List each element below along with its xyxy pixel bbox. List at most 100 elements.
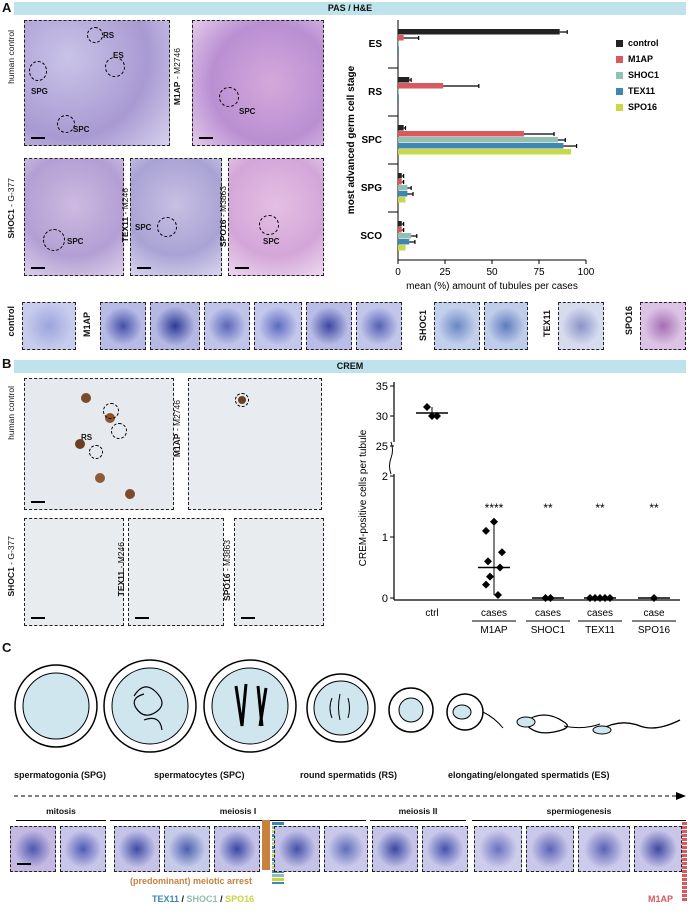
c-tile-13: [634, 826, 682, 872]
chart-a-legend-label: SHOC1: [628, 70, 659, 80]
strip-control-tile: [22, 302, 76, 350]
strip-spo16-label: SPO16: [624, 306, 634, 336]
chart-b-data-point: [596, 594, 604, 602]
chart-b-significance: **: [543, 501, 553, 515]
c-tile-8: [372, 826, 418, 872]
m1ap-dots: [682, 822, 687, 902]
chart-b-group-label: SPO16: [638, 625, 671, 636]
b-shoc1-label: SHOC1 - G-377: [6, 536, 16, 597]
chart-b-data-point: [591, 594, 599, 602]
chart-a-bar: [398, 47, 399, 53]
chart-a-bar: [398, 35, 404, 41]
chart-b-y-tick-label: 0: [382, 593, 388, 605]
chart-b-data-point: [486, 572, 494, 581]
chart-b-data-point: [546, 594, 555, 602]
strip-m1ap-tile-4: [254, 302, 302, 350]
chart-a-legend-label: control: [628, 38, 659, 48]
chart-a-category-label: ES: [369, 39, 383, 50]
rs-label: round spermatids (RS): [300, 770, 398, 780]
strip-m1ap-tile-1: [100, 302, 146, 350]
strip-spo16-tile: [640, 302, 686, 350]
chart-b-axis-break: [389, 441, 393, 475]
c-tile-2: [60, 826, 106, 872]
spc-label: spermatocytes (SPC): [154, 770, 245, 780]
b-m1ap-label: M1AP - M2746: [172, 400, 182, 458]
chart-a-bar: [398, 125, 404, 131]
stage-meiosis-ii: meiosis II: [398, 806, 438, 816]
chart-a-bar: [398, 77, 410, 83]
progression-arrow: [14, 792, 686, 800]
chart-a-bar: [398, 95, 399, 101]
c-tile-5: [214, 826, 260, 872]
chart-a-x-tick-label: 25: [439, 267, 451, 278]
strip-m1ap-tile-5: [306, 302, 352, 350]
panel-c-letter: C: [2, 640, 12, 655]
chart-a-bar: [398, 149, 571, 155]
chart-a-bar: [398, 89, 399, 95]
chart-a-x-axis-label: mean (%) amount of tubules per cases: [406, 281, 578, 292]
strip-m1ap-tile-6: [356, 302, 402, 350]
a-spo16-image: SPC: [228, 158, 324, 276]
chart-b-data-point: [586, 594, 594, 602]
a-shoc1-label: SHOC1 - G-377: [6, 178, 16, 239]
chart-a-y-axis-label: most advanced germ cell stage: [346, 65, 357, 214]
chart-a-bar: [398, 41, 399, 47]
chart-a-category-label: RS: [368, 87, 382, 98]
meiotic-arrest-bar: [262, 820, 270, 870]
strip-shoc1-tile-1: [434, 302, 480, 350]
chart-a-bar: [398, 197, 406, 203]
b-tex11-image: [128, 518, 224, 626]
chart-b-category-label: cases: [535, 608, 561, 619]
chart-b-data-point: [423, 403, 431, 411]
chart-b-y-tick-label: 30: [376, 411, 388, 423]
a-spo16-label: SPO16 - M3863: [218, 186, 228, 247]
chart-b-y-tick-label: 25: [376, 441, 388, 453]
chart-a-x-tick-label: 100: [578, 267, 595, 278]
chart-b-data-point: [498, 548, 506, 557]
a-m1ap-label: M1AP - M2746: [172, 48, 182, 106]
a-tex11-image: SPC: [130, 158, 222, 276]
chart-a-bar: [398, 83, 444, 89]
chart-b-data-point: [433, 412, 441, 420]
b-spo16-label: SPO16 - M3863: [222, 540, 232, 601]
chart-a-legend-swatch: [616, 88, 623, 95]
chart-a-legend-swatch: [616, 40, 623, 47]
chart-a-bar: [398, 239, 410, 245]
c-tile-12: [578, 826, 630, 872]
chart-b-data-point: [494, 590, 502, 599]
chart-b-group-label: SHOC1: [531, 625, 566, 636]
chart-b-significance: ****: [485, 501, 504, 515]
chart-a-legend-swatch: [616, 104, 623, 111]
chart-b-category-label: cases: [481, 608, 507, 619]
a-control-image: RS ES SPG SPC: [24, 20, 170, 146]
strip-tex11-tile: [558, 302, 604, 350]
chart-a-bar: [398, 143, 564, 149]
es-label: elongating/elongated spermatids (ES): [448, 770, 610, 780]
strip-tex11-label: TEX11: [542, 310, 552, 338]
chart-a-x-tick-label: 50: [486, 267, 498, 278]
chart-b-significance: **: [649, 501, 659, 515]
chart-b-data-point: [482, 526, 490, 535]
c-tile-10: [474, 826, 522, 872]
arrest-genes: TEX11 / SHOC1 / SPO16: [152, 894, 255, 904]
c-tile-3: [114, 826, 160, 872]
stage-mitosis: mitosis: [46, 806, 76, 816]
b-control-image: RS: [24, 378, 174, 510]
a-tex11-label: TEX11 - M246: [120, 188, 130, 243]
meiotic-arrest-label: (predominant) meiotic arrest: [130, 876, 253, 886]
chart-b-data-point: [650, 594, 658, 602]
chart-a-category-label: SPC: [361, 135, 382, 146]
c-tile-1: [10, 826, 56, 872]
b-spo16-image: [234, 518, 324, 626]
chart-a-bar: [398, 173, 402, 179]
chart-b-y-tick-label: 35: [376, 381, 388, 393]
spermatogenesis-diagram: [14, 659, 681, 753]
a-shoc1-image: SPC: [24, 158, 124, 276]
chart-b-data-point: [482, 580, 490, 589]
chart-a-bar: [398, 131, 524, 137]
strip-m1ap-tile-2: [150, 302, 200, 350]
chart-b-category-label: ctrl: [425, 608, 438, 619]
chart-b-group-label: M1AP: [480, 625, 508, 636]
